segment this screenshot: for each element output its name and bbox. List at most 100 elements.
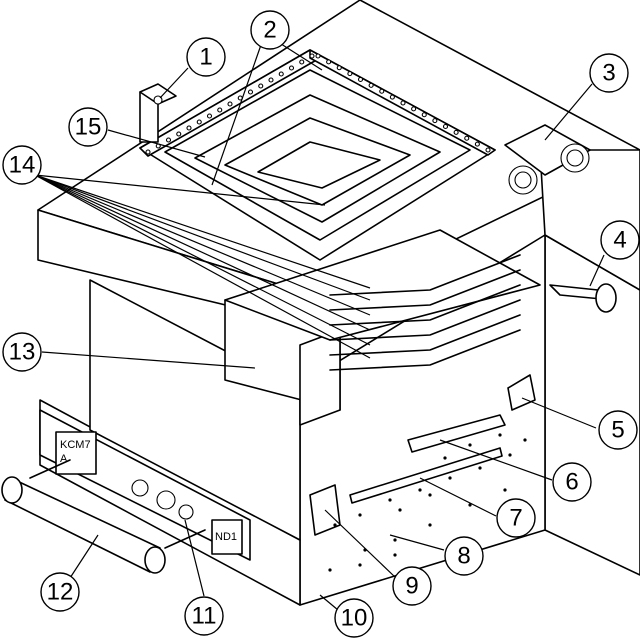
- callout-7: 7: [496, 498, 536, 538]
- rod-end: [595, 283, 617, 313]
- perforation-hole: [186, 125, 192, 131]
- slot-1: [329, 254, 521, 296]
- lower-door-parts: [309, 374, 536, 536]
- perforation-hole: [206, 113, 213, 119]
- perforation-hole: [347, 71, 353, 77]
- callout-3: 3: [589, 53, 629, 93]
- surface-dot: [393, 538, 397, 542]
- plate-text-a: A: [60, 453, 68, 465]
- leader-14c: [34, 174, 371, 301]
- upper-slide: [407, 414, 506, 453]
- svg-text:11: 11: [192, 603, 217, 630]
- leader-14e: [34, 174, 371, 331]
- perforation-hole: [278, 71, 284, 77]
- svg-text:13: 13: [9, 339, 36, 366]
- perforation-hole: [432, 118, 438, 124]
- surface-dot: [428, 493, 432, 497]
- perforation-hole: [145, 149, 151, 155]
- perforation-hole: [258, 83, 264, 89]
- callout-9: 9: [392, 566, 432, 606]
- side-rod: [549, 283, 617, 313]
- leader-lines: [34, 41, 605, 611]
- perforation-hole: [400, 100, 406, 106]
- svg-text:9: 9: [405, 573, 418, 600]
- leader-11: [184, 519, 205, 597]
- callout-8: 8: [444, 536, 484, 576]
- perforation-hole: [288, 65, 295, 71]
- knob-2: [156, 490, 176, 510]
- surface-dot: [328, 568, 332, 572]
- side-latch: [507, 374, 536, 411]
- leader-14d: [34, 174, 371, 316]
- svg-text:14: 14: [9, 152, 36, 179]
- callout-6: 6: [552, 462, 592, 502]
- svg-text:2: 2: [263, 17, 276, 44]
- perforation-hole: [176, 131, 182, 137]
- roller-housing: [504, 124, 591, 176]
- callout-2: 2: [250, 10, 290, 50]
- callout-badges: 1 2 3 4 5 6 7 8 9 10 11 12 13 14 15: [2, 10, 640, 638]
- slot-3: [329, 284, 521, 326]
- leader-15: [107, 129, 206, 158]
- leader-14g: [34, 174, 371, 359]
- slot-6: [329, 329, 521, 371]
- surface-dot: [388, 498, 392, 502]
- surface-dot: [468, 503, 472, 507]
- perforations: [145, 53, 491, 155]
- leader-7: [419, 477, 497, 517]
- surface-dot: [468, 443, 472, 447]
- surface-dot: [428, 523, 432, 527]
- svg-text:1: 1: [199, 44, 212, 71]
- handle-arm-1: [29, 459, 71, 479]
- perforation-hole: [309, 53, 315, 59]
- handle-end-right: [144, 546, 166, 574]
- perforation-hole: [453, 129, 459, 135]
- leader-2a: [211, 41, 263, 186]
- perforation-hole: [217, 107, 223, 113]
- callout-10: 10: [334, 598, 374, 638]
- leader-10: [319, 594, 339, 611]
- callout-5: 5: [598, 410, 638, 450]
- left-bracket: [139, 83, 177, 143]
- surface-dot: [418, 488, 422, 492]
- leader-8: [389, 534, 445, 551]
- knob-3: [178, 504, 194, 520]
- perforation-hole: [326, 59, 332, 65]
- surface-dot: [478, 466, 482, 470]
- callout-14: 14: [2, 145, 42, 185]
- perforation-hole: [196, 119, 202, 125]
- plate-text-nd1: ND1: [215, 531, 237, 543]
- perforation-hole: [421, 112, 427, 118]
- plate-text-kcm7: KCM7: [60, 439, 91, 451]
- svg-text:6: 6: [565, 469, 578, 496]
- perforation-hole: [268, 77, 274, 83]
- perforation-hole: [411, 106, 417, 112]
- leader-14a: [34, 174, 326, 206]
- surface-dot: [523, 438, 527, 442]
- leader-14b: [34, 174, 371, 289]
- surface-dot: [333, 523, 337, 527]
- perforation-hole: [227, 101, 233, 107]
- surface-dot: [358, 513, 362, 517]
- roller-wheel-b: [514, 171, 532, 189]
- svg-text:10: 10: [341, 605, 368, 632]
- svg-text:5: 5: [611, 417, 624, 444]
- leader-1: [159, 67, 189, 99]
- control-panel-details: KCM7 A ND1: [55, 431, 243, 555]
- front-handle: [1, 459, 206, 574]
- handle-end-left: [1, 476, 23, 504]
- slot-5: [329, 314, 521, 356]
- perforation-hole: [357, 76, 364, 83]
- perforation-hole: [165, 137, 172, 143]
- leader-9: [324, 509, 397, 579]
- top-roller-unit: [504, 124, 591, 195]
- front-nose-top: [224, 229, 541, 341]
- perforation-hole: [336, 65, 342, 71]
- leader-6: [439, 439, 553, 481]
- surface-dot: [393, 553, 397, 557]
- drawer-slots: [329, 254, 521, 371]
- handle-arm-2: [164, 529, 206, 549]
- callout-15: 15: [68, 107, 108, 147]
